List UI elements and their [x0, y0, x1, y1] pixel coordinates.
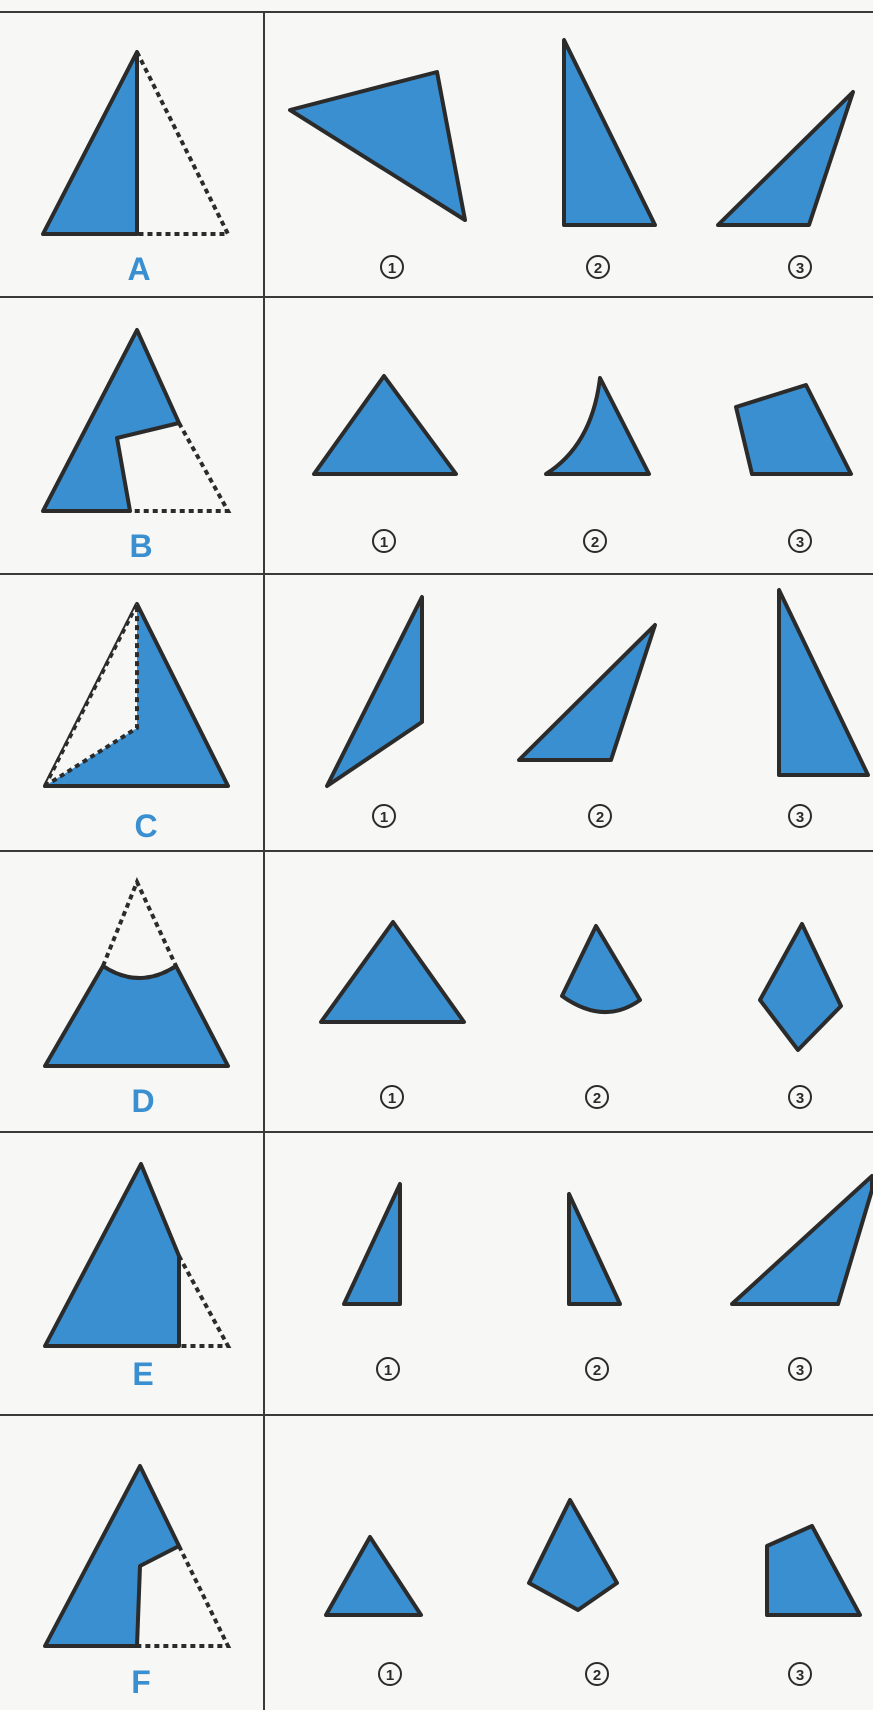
row-letter-b: B: [129, 528, 152, 564]
option-number-b-3: 3: [796, 534, 804, 551]
option-number-e-1: 1: [384, 1362, 392, 1379]
option-number-a-2: 2: [594, 260, 602, 277]
option-number-e-2: 2: [593, 1362, 601, 1379]
option-number-f-2: 2: [593, 1667, 601, 1684]
row-letter-e: E: [132, 1356, 153, 1392]
option-number-d-3: 3: [796, 1090, 804, 1107]
option-number-d-1: 1: [388, 1090, 396, 1107]
option-number-f-3: 3: [796, 1667, 804, 1684]
row-letter-c: C: [134, 808, 157, 844]
row-letter-a: A: [127, 251, 150, 287]
option-number-a-1: 1: [388, 260, 396, 277]
row-letter-f: F: [131, 1664, 151, 1700]
option-number-b-1: 1: [380, 534, 388, 551]
option-number-f-1: 1: [386, 1667, 394, 1684]
option-number-a-3: 3: [796, 260, 804, 277]
option-number-e-3: 3: [796, 1362, 804, 1379]
option-number-c-2: 2: [596, 809, 604, 826]
option-number-d-2: 2: [593, 1090, 601, 1107]
option-number-c-3: 3: [796, 809, 804, 826]
option-number-c-1: 1: [380, 809, 388, 826]
option-number-b-2: 2: [591, 534, 599, 551]
row-letter-d: D: [131, 1083, 154, 1119]
